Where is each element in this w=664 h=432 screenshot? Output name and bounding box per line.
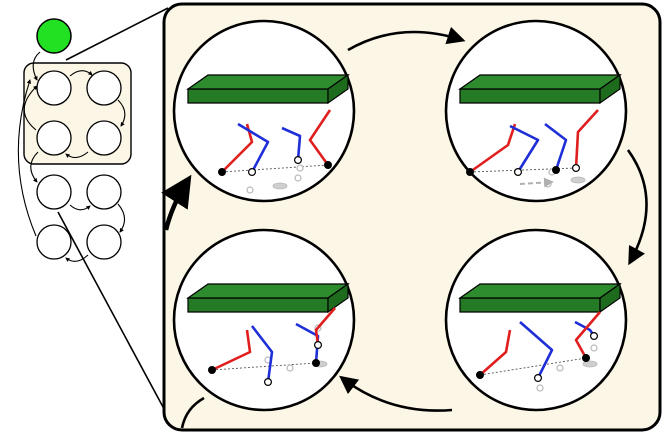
state-node-3	[36, 120, 72, 156]
gait-frame-circle	[172, 228, 356, 412]
foot-planted	[324, 161, 333, 170]
robot-body-front	[459, 297, 601, 313]
state-node-4	[86, 120, 122, 156]
foot-lifted	[589, 332, 598, 341]
transition-arrow-3	[117, 99, 126, 127]
foot-lifted	[248, 168, 257, 177]
robot-body-top	[458, 283, 622, 299]
foot-lifted	[264, 378, 273, 387]
state-node-7	[36, 224, 72, 260]
arrow-frame4-exit	[180, 396, 205, 429]
leg-blue-2	[519, 321, 554, 379]
arrow-frame1-to-frame2	[347, 26, 466, 52]
robot-body-front	[459, 88, 601, 104]
robot-body-side	[327, 282, 349, 314]
gait-frames	[172, 19, 628, 412]
robot-body-front	[187, 297, 329, 313]
gait-frame-2	[444, 19, 628, 203]
foot-planted	[218, 168, 227, 177]
robot-body-side	[599, 282, 621, 314]
ghost-foot-marker	[246, 186, 254, 194]
com-marker	[570, 176, 586, 184]
gait-frame-circle	[172, 19, 356, 203]
leg-blue-2	[250, 325, 274, 383]
leg-blue-3	[544, 122, 568, 171]
support-line	[211, 362, 317, 371]
ghost-foot-marker	[296, 164, 304, 172]
robot-body-front	[187, 88, 329, 104]
robot-body-top	[186, 74, 350, 90]
robot-body-top	[186, 283, 350, 299]
leg-red-1	[211, 329, 252, 372]
transition-arrow-8	[65, 254, 89, 262]
ghost-foot-marker	[286, 364, 294, 372]
leg-blue-3	[281, 126, 302, 161]
leg-red-1	[479, 329, 512, 376]
transition-arrow-4	[65, 151, 89, 159]
gait-frame-4	[444, 228, 628, 412]
transition-arrow-9	[23, 85, 38, 131]
transition-arrow-2	[69, 70, 93, 77]
foot-lifted	[571, 164, 580, 173]
transition-arrow-6	[69, 204, 91, 211]
transition-arrow-10	[17, 79, 37, 237]
foot-planted	[312, 359, 321, 368]
arrow-frame3-to-frame4	[339, 375, 453, 412]
foot-planted	[476, 371, 485, 380]
gait-frame-1	[172, 19, 356, 203]
state-transition-arrows	[17, 51, 126, 262]
start-state-node	[36, 18, 72, 54]
leg-red-4	[314, 307, 336, 346]
ghost-foot-marker	[536, 384, 544, 392]
zoom-connector-lines	[57, 7, 171, 421]
arrow-entry	[161, 174, 192, 231]
state-machine-overview	[17, 18, 132, 262]
foot-planted	[208, 366, 217, 375]
foot-lifted	[513, 168, 522, 177]
com-marker	[272, 182, 288, 190]
foot-lifted	[294, 156, 303, 165]
state-node-2	[86, 70, 122, 106]
foot-lifted	[314, 341, 323, 350]
state-node-6	[86, 174, 122, 210]
state-node-8	[86, 224, 122, 260]
foot-planted	[581, 354, 590, 363]
ghost-foot-marker	[590, 344, 598, 352]
leg-blue-2	[237, 122, 270, 173]
foot-planted	[466, 168, 475, 177]
ghost-foot-marker	[556, 364, 564, 372]
state-nodes	[36, 70, 122, 260]
state-node-5	[36, 174, 72, 210]
leg-red-4	[574, 109, 599, 169]
gait-frame-circle	[444, 228, 628, 412]
transition-arrow-1	[32, 51, 41, 81]
ghost-foot-marker	[294, 174, 302, 182]
transition-arrow-5	[30, 151, 39, 183]
state-node-1	[36, 70, 72, 106]
leg-red-4	[574, 311, 601, 359]
leg-red-1	[469, 123, 517, 174]
leg-blue-2	[509, 124, 540, 173]
support-line	[479, 357, 587, 376]
com-marker	[582, 360, 598, 368]
foot-planted	[551, 166, 560, 175]
shift-arrow	[519, 177, 554, 188]
support-line	[221, 164, 329, 173]
transition-arrow-7	[117, 203, 126, 233]
foot-lifted	[533, 374, 542, 383]
robot-body-side	[599, 73, 621, 105]
robot-body-top	[458, 74, 622, 90]
gait-frame-3	[172, 228, 356, 412]
robot-body-side	[327, 73, 349, 105]
leg-red-4	[308, 109, 332, 166]
arrow-frame2-to-frame3	[626, 149, 648, 266]
cycle-arrows	[161, 26, 648, 429]
